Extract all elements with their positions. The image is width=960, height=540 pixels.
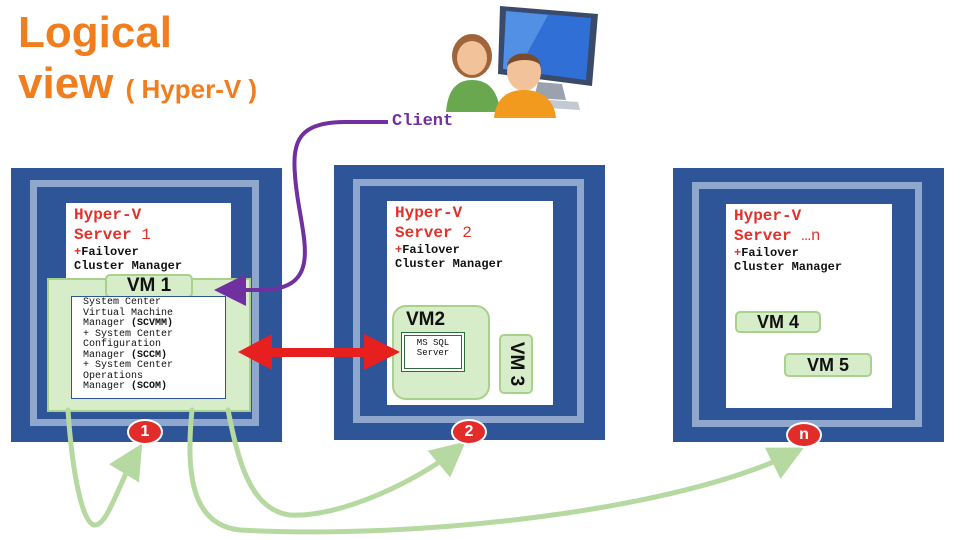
- server-1-role: +Failover: [74, 245, 223, 259]
- sql-server-line1: MS SQL: [416, 338, 450, 348]
- vm4-label: VM 4: [735, 311, 821, 333]
- server-1-name: Server 1: [74, 225, 223, 245]
- page-title: Logical view ( Hyper-V ): [18, 8, 257, 109]
- server-2-role: +Failover: [395, 243, 545, 257]
- vm5-label: VM 5: [784, 353, 872, 377]
- server-1-title: Hyper-V: [74, 206, 142, 224]
- server-2-title: Hyper-V: [395, 204, 463, 222]
- server-1-word: Server: [74, 226, 132, 244]
- server-n-number: …n: [801, 227, 821, 245]
- vm1-line-text: + System Center: [83, 328, 174, 340]
- server-2-word: Server: [395, 224, 453, 242]
- server-n-title: Hyper-V: [734, 207, 802, 225]
- vm1-line-text: Manager: [83, 381, 132, 392]
- server-n-box: Hyper-V Server …n +Failover Cluster Mana…: [673, 168, 944, 442]
- title-line1: Logical: [18, 8, 173, 57]
- title-subtitle: ( Hyper-V ): [125, 73, 258, 104]
- man-avatar-icon: [494, 53, 556, 118]
- vm1-line: Configuration: [83, 339, 225, 351]
- sql-server-box: MS SQL Server: [401, 332, 465, 372]
- vm1-line-acronym: (SCCM): [131, 349, 168, 361]
- server-2-role-line1: Failover: [402, 243, 460, 257]
- vm1-line-text: + System Center: [83, 360, 174, 371]
- sql-server-line2: Server: [416, 348, 450, 358]
- server-1-badge: 1: [127, 419, 163, 445]
- vm3-box: VM 3: [499, 334, 533, 394]
- server-1-role-plus: +: [74, 245, 82, 259]
- users-computer-icon: [446, 6, 598, 118]
- title-line2-row: view ( Hyper-V ): [18, 59, 257, 110]
- server-2-role-plus: +: [395, 243, 403, 257]
- vm1-line-text: System Center: [83, 297, 162, 308]
- server-1-role-line1: Failover: [81, 245, 139, 259]
- vm1-line: Manager (SCOM): [83, 381, 225, 393]
- server-n-badge: n: [786, 422, 822, 448]
- vm1-line-text: Configuration: [83, 339, 162, 350]
- vm1-line: Virtual Machine: [83, 307, 225, 320]
- vm2-label: VM2: [406, 309, 446, 330]
- server-n-role-line2: Cluster Manager: [734, 260, 843, 274]
- vm2-container: VM2 MS SQL Server: [392, 305, 490, 400]
- vm1-line-text: Manager: [83, 318, 132, 329]
- vm1-line: Operations: [83, 370, 225, 383]
- woman-avatar-icon: [446, 34, 500, 112]
- server-n-name: Server …n: [734, 226, 884, 246]
- server-1-role-line2: Cluster Manager: [74, 259, 183, 273]
- client-label: Client: [392, 112, 454, 131]
- server-2-badge: 2: [451, 419, 487, 445]
- server-n-word: Server: [734, 227, 792, 245]
- vm1-line: System Center: [83, 297, 225, 309]
- vm1-line-text: Manager: [83, 349, 132, 361]
- server-1-number: 1: [141, 226, 151, 244]
- vm1-line: + System Center: [83, 328, 225, 341]
- vm1-line: + System Center: [83, 360, 225, 372]
- vm1-label: VM 1: [105, 274, 193, 298]
- server-n-role-line1: Failover: [741, 246, 799, 260]
- vm1-line: Manager (SCCM): [83, 349, 225, 362]
- server-n-panel: Hyper-V Server …n +Failover Cluster Mana…: [726, 204, 892, 408]
- vm3-label: VM 3: [506, 341, 527, 387]
- server-n-role: +Failover: [734, 246, 884, 260]
- server-n-role-plus: +: [734, 246, 742, 260]
- server-2-name: Server 2: [395, 223, 545, 243]
- title-line2: view: [18, 58, 114, 108]
- server-2-role-line2: Cluster Manager: [395, 257, 504, 271]
- vm1-line-text: Operations: [83, 370, 144, 382]
- vm1-line-text: Virtual Machine: [83, 307, 174, 319]
- vm1-line-acronym: (SCVMM): [131, 318, 174, 329]
- vm1-line: Manager (SCVMM): [83, 318, 225, 330]
- server-2-number: 2: [462, 224, 472, 242]
- vm1-line-acronym: (SCOM): [131, 381, 168, 392]
